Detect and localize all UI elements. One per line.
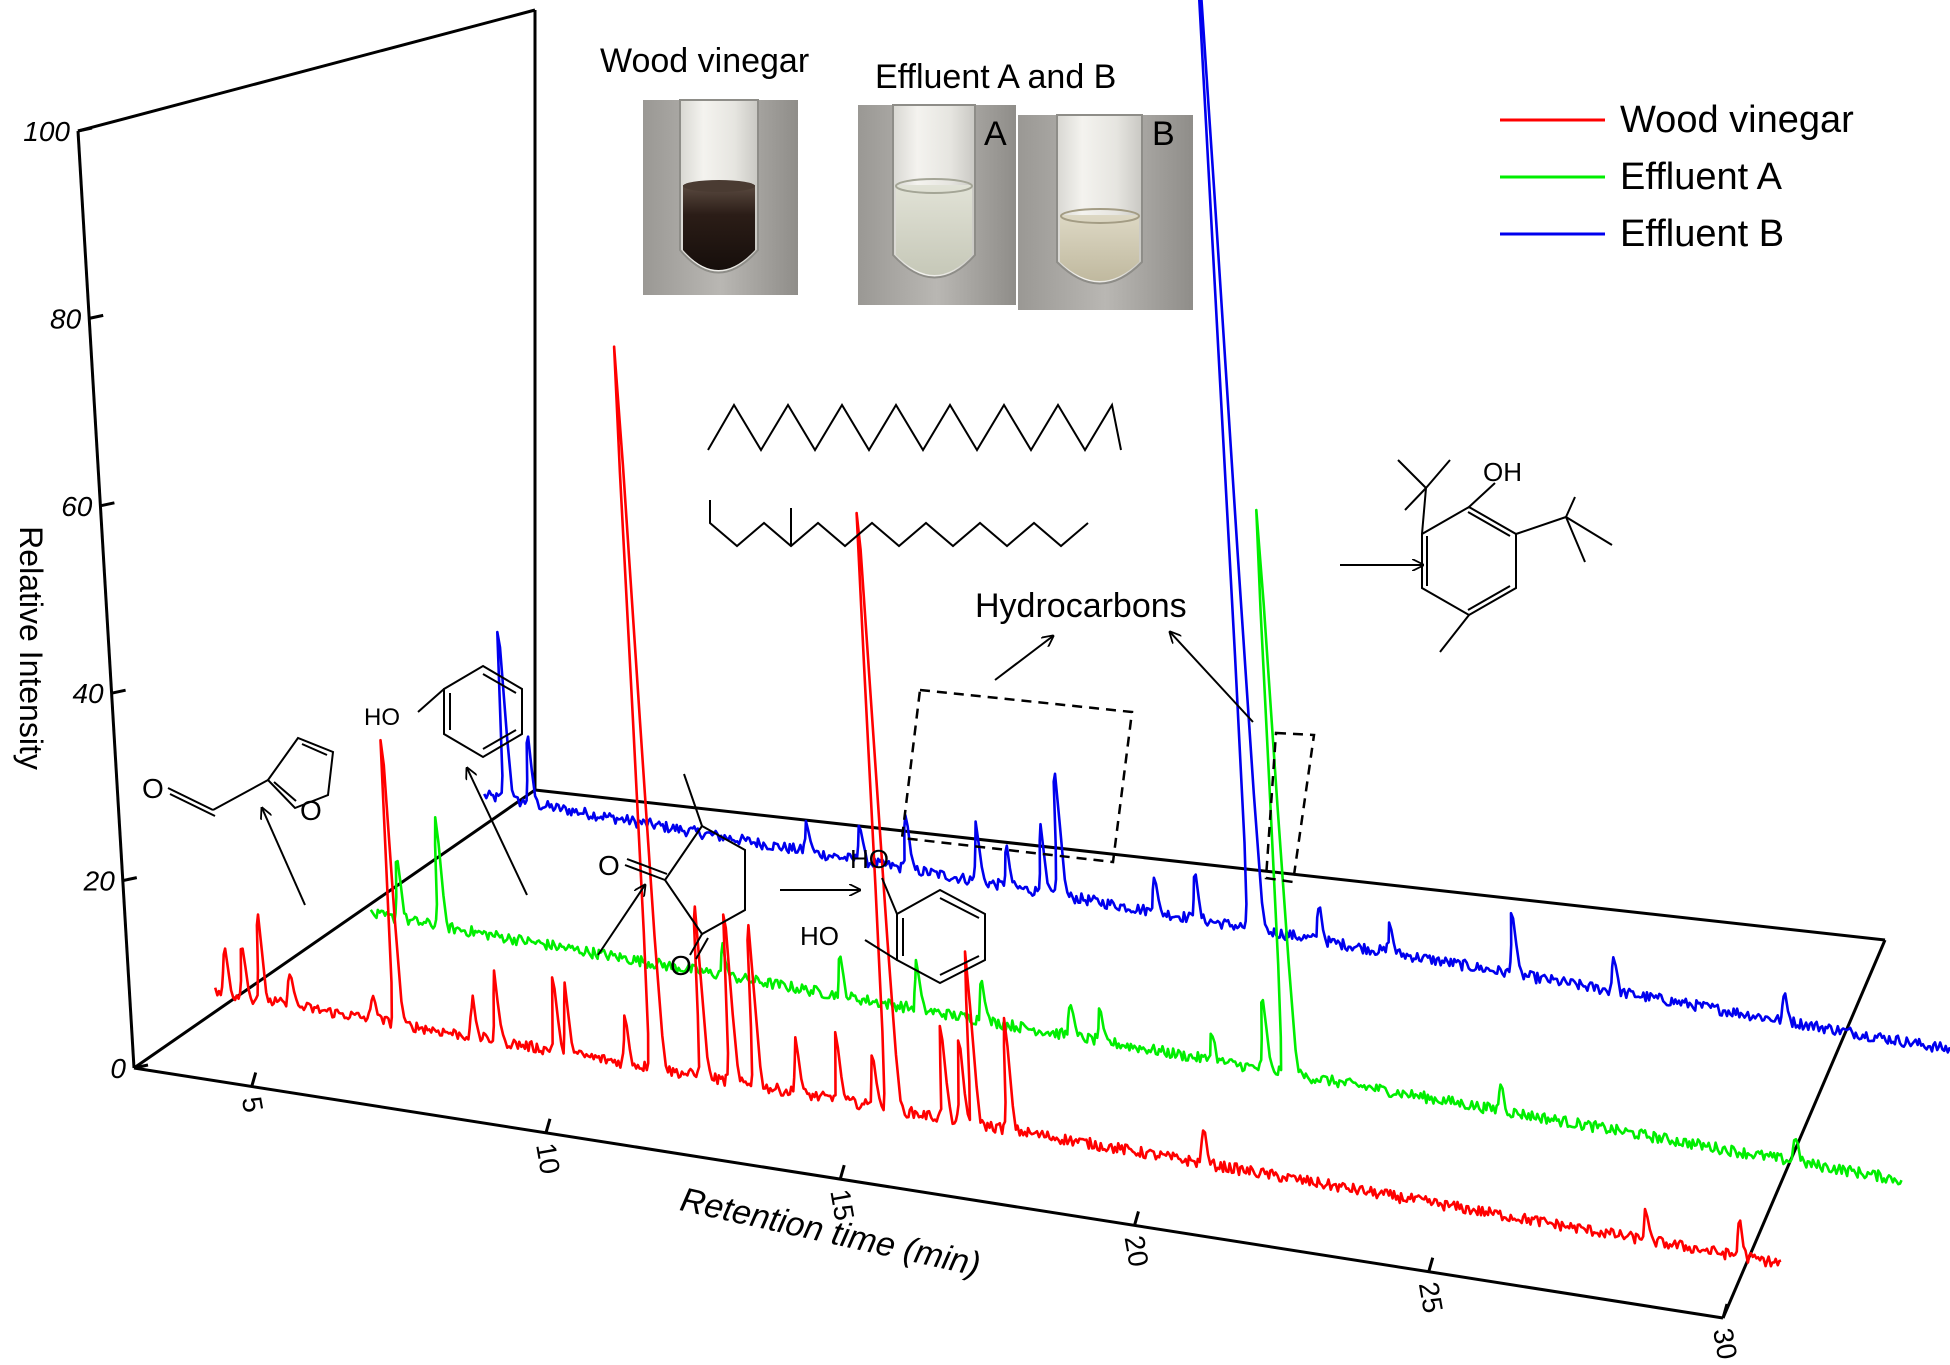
structure-methyl-alkane [709,500,1089,548]
dione-oxygen-2: O [670,950,692,981]
y-axis-label: Relative Intensity [13,526,49,770]
legend-label-effluent-a: Effluent A [1620,156,1783,198]
y-axis-line [76,130,136,1069]
y-tick-label-60: 60 [61,491,93,522]
y-axis-ticks: 0 20 40 60 80 100 [23,116,149,1084]
y-tick-mark-100 [77,126,93,133]
dione-oxygen-1: O [598,850,620,881]
y-tick-mark-60 [100,501,115,508]
x-tick-mark-20 [1133,1210,1140,1226]
y-tick-mark-0 [133,1063,149,1070]
x-tick-label-20: 20 [1119,1233,1155,1269]
structure-furfural [167,736,335,817]
x-tick-label-10: 10 [530,1140,566,1176]
hydrocarbons-label: Hydrocarbons [975,587,1187,625]
series-line-effluent-b [483,0,1950,1054]
y-tick-label-80: 80 [50,303,82,334]
x-axis-line [133,1066,1724,1320]
series-line-wood-vinegar [213,345,1782,1268]
photo-wood-vinegar-vial [643,99,798,295]
arrow-phenol [467,768,528,896]
x-tick-label-15: 15 [824,1187,860,1223]
arrow-hydrocarbons-1 [994,636,1053,681]
photo-effluent-a-vial [858,104,1016,305]
hydrocarbon-region-box-2 [1264,731,1316,884]
arrow-hydrocarbons-2 [1170,632,1254,723]
structure-catechol [864,877,986,985]
y-tick-mark-80 [88,313,104,320]
series-layer [213,0,1950,1268]
floor-left-edge [133,788,536,1070]
y-tick-label-40: 40 [72,678,104,709]
vial-label-b: B [1152,115,1175,153]
back-top-edge [77,8,536,133]
x-axis-ticks: 5 10 15 20 25 30 [236,1072,1743,1362]
x-tick-label-5: 5 [236,1094,269,1115]
bht-hydroxyl-label: OH [1483,457,1522,487]
photo-effluent-b-vial [1018,114,1193,310]
x-tick-mark-10 [544,1118,552,1134]
legend-label-wood-vinegar: Wood vinegar [1620,99,1854,141]
structure-methylcyclopentanedione [624,773,746,960]
inset-title-effluent-a-and-b: Effluent A and B [875,58,1116,96]
catechol-hydroxyl-2: HO [800,921,839,951]
annotation-arrows [262,565,1423,956]
vial-label-a: A [984,115,1007,153]
structure-phenol [417,664,523,759]
series-line-effluent-a [369,508,1903,1186]
hydrocarbon-region-box-1 [900,688,1134,864]
furfural-ring-oxygen: O [300,795,322,826]
structure-bht [1397,459,1613,653]
arrow-dione [597,885,645,956]
phenol-hydroxyl-label: HO [364,704,400,731]
inset-title-wood-vinegar: Wood vinegar [600,42,809,80]
structure-hexadecane [707,402,1122,452]
x-tick-mark-30 [1721,1303,1729,1319]
y-tick-label-20: 20 [83,866,116,897]
y-tick-label-100: 100 [23,116,70,147]
catechol-hydroxyl-1: HO [850,844,889,874]
legend: Wood vinegar Effluent A Effluent B [1500,99,1854,255]
x-tick-mark-5 [250,1072,258,1087]
legend-label-effluent-b: Effluent B [1620,213,1784,255]
furfural-carbonyl-oxygen: O [142,773,164,804]
x-tick-label-30: 30 [1707,1326,1743,1360]
x-tick-label-25: 25 [1413,1279,1449,1315]
y-tick-mark-20 [122,876,138,883]
x-tick-mark-25 [1427,1257,1435,1273]
arrow-furfural [262,808,306,906]
x-tick-mark-15 [838,1164,846,1180]
back-floor-edge [534,788,1886,942]
y-tick-label-0: 0 [110,1053,126,1084]
y-tick-mark-40 [111,688,126,695]
